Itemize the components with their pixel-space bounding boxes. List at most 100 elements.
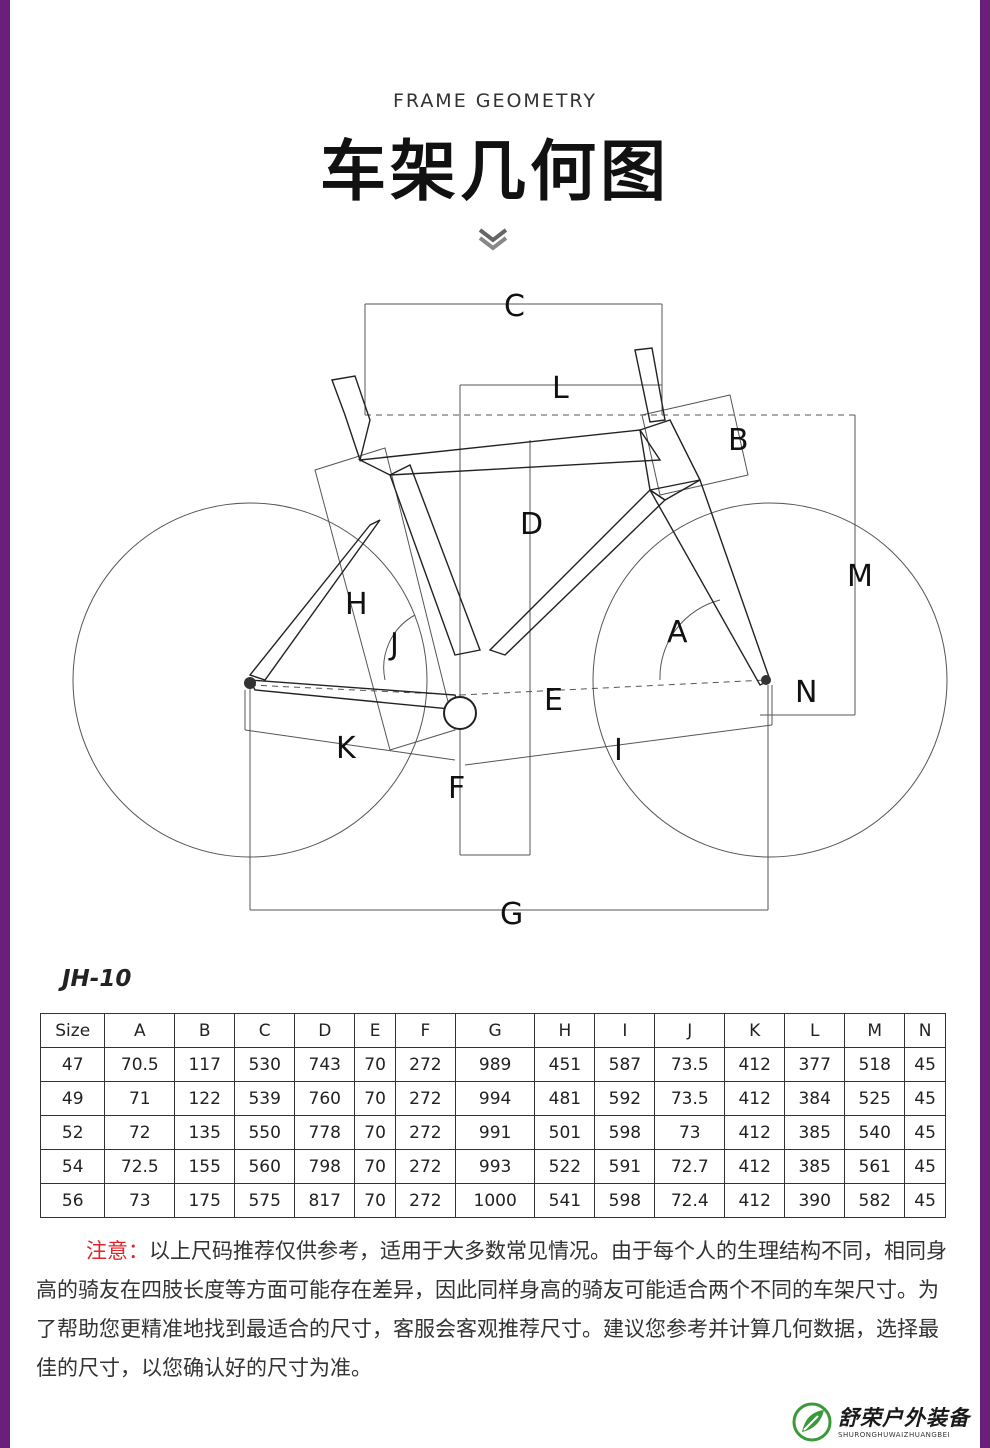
table-cell: 798	[294, 1149, 356, 1184]
column-header: C	[234, 1013, 296, 1048]
column-header: E	[354, 1013, 396, 1048]
table-cell: 530	[234, 1047, 296, 1082]
dim-label-g: G	[500, 897, 523, 930]
table-cell: 561	[844, 1149, 906, 1184]
table-cell: 45	[904, 1183, 946, 1218]
size-note: 注意：以上尺码推荐仅供参考，适用于大多数常见情况。由于每个人的生理结构不同，相同…	[36, 1232, 958, 1388]
dim-label-c: C	[504, 290, 525, 324]
table-cell: 52	[39, 1115, 106, 1150]
table-cell: 72.4	[654, 1183, 726, 1218]
table-cell: 598	[594, 1115, 656, 1150]
leaf-logo-icon	[792, 1402, 832, 1442]
table-cell: 518	[844, 1047, 906, 1082]
column-header: A	[104, 1013, 176, 1048]
column-header: M	[844, 1013, 906, 1048]
table-cell: 384	[784, 1081, 846, 1116]
dim-label-b: B	[728, 423, 749, 458]
dim-label-h: H	[345, 587, 368, 622]
dim-label-l: L	[552, 371, 569, 406]
logo-subtitle: SHURONGHUWAIZHUANGBEI	[838, 1431, 951, 1439]
table-cell: 817	[294, 1183, 356, 1218]
table-cell: 385	[784, 1115, 846, 1150]
table-cell: 272	[394, 1115, 456, 1150]
table-cell: 582	[844, 1183, 906, 1218]
table-cell: 587	[594, 1047, 656, 1082]
table-cell: 54	[39, 1149, 106, 1184]
column-header: N	[904, 1013, 946, 1048]
table-cell: 73	[104, 1183, 176, 1218]
table-cell: 70	[354, 1081, 396, 1116]
table-cell: 72.5	[104, 1149, 176, 1184]
chevron-down-icon	[478, 228, 508, 251]
table-cell: 501	[534, 1115, 596, 1150]
table-cell: 70	[354, 1183, 396, 1218]
table-cell: 47	[39, 1047, 106, 1082]
table-cell: 451	[534, 1047, 596, 1082]
table-cell: 540	[844, 1115, 906, 1150]
table-cell: 272	[394, 1183, 456, 1218]
column-header: Size	[39, 1013, 106, 1048]
table-cell: 539	[234, 1081, 296, 1116]
table-cell: 175	[174, 1183, 236, 1218]
table-cell: 73.5	[654, 1081, 726, 1116]
table-cell: 70.5	[104, 1047, 176, 1082]
dim-label-d: D	[520, 507, 543, 542]
logo-name: 舒荣户外装备	[838, 1406, 970, 1430]
table-cell: 122	[174, 1081, 236, 1116]
note-label: 注意：	[86, 1239, 149, 1263]
table-cell: 71	[104, 1081, 176, 1116]
table-cell: 70	[354, 1115, 396, 1150]
column-header: L	[784, 1013, 846, 1048]
table-cell: 598	[594, 1183, 656, 1218]
column-header: I	[594, 1013, 656, 1048]
table-cell: 522	[534, 1149, 596, 1184]
column-header: D	[294, 1013, 356, 1048]
table-cell: 390	[784, 1183, 846, 1218]
frame-geometry-diagram: C L B D M H A J N E K I F G	[72, 290, 948, 930]
table-cell: 73.5	[654, 1047, 726, 1082]
right-border	[980, 0, 990, 1448]
column-header: B	[174, 1013, 236, 1048]
note-text: 以上尺码推荐仅供参考，适用于大多数常见情况。由于每个人的生理结构不同，相同身高的…	[36, 1239, 947, 1380]
column-header: J	[654, 1013, 726, 1048]
column-header: H	[534, 1013, 596, 1048]
dim-label-i: I	[614, 733, 623, 768]
front-wheel	[592, 502, 948, 858]
table-cell: 45	[904, 1115, 946, 1150]
page-subtitle: FRAME GEOMETRY	[392, 90, 598, 112]
table-cell: 412	[724, 1047, 786, 1082]
table-cell: 412	[724, 1115, 786, 1150]
table-cell: 993	[454, 1149, 536, 1184]
table-cell: 49	[39, 1081, 106, 1116]
table-cell: 989	[454, 1047, 536, 1082]
table-cell: 72.7	[654, 1149, 726, 1184]
table-cell: 70	[354, 1047, 396, 1082]
model-name: JH-10	[62, 966, 132, 992]
dim-label-k: K	[336, 731, 357, 766]
dim-label-a: A	[667, 615, 688, 650]
table-cell: 591	[594, 1149, 656, 1184]
table-cell: 575	[234, 1183, 296, 1218]
table-cell: 385	[784, 1149, 846, 1184]
table-cell: 272	[394, 1081, 456, 1116]
dim-label-e: E	[544, 683, 563, 718]
table-cell: 377	[784, 1047, 846, 1082]
table-cell: 1000	[454, 1183, 536, 1218]
table-cell: 45	[904, 1081, 946, 1116]
column-header: K	[724, 1013, 786, 1048]
table-cell: 272	[394, 1047, 456, 1082]
table-cell: 412	[724, 1149, 786, 1184]
dim-label-n: N	[795, 675, 817, 710]
table-cell: 541	[534, 1183, 596, 1218]
dim-label-f: F	[448, 771, 465, 806]
brand-logo: 舒荣户外装备 SHURONGHUWAIZHUANGBEI	[792, 1402, 982, 1446]
dim-label-m: M	[847, 559, 873, 594]
table-cell: 45	[904, 1047, 946, 1082]
